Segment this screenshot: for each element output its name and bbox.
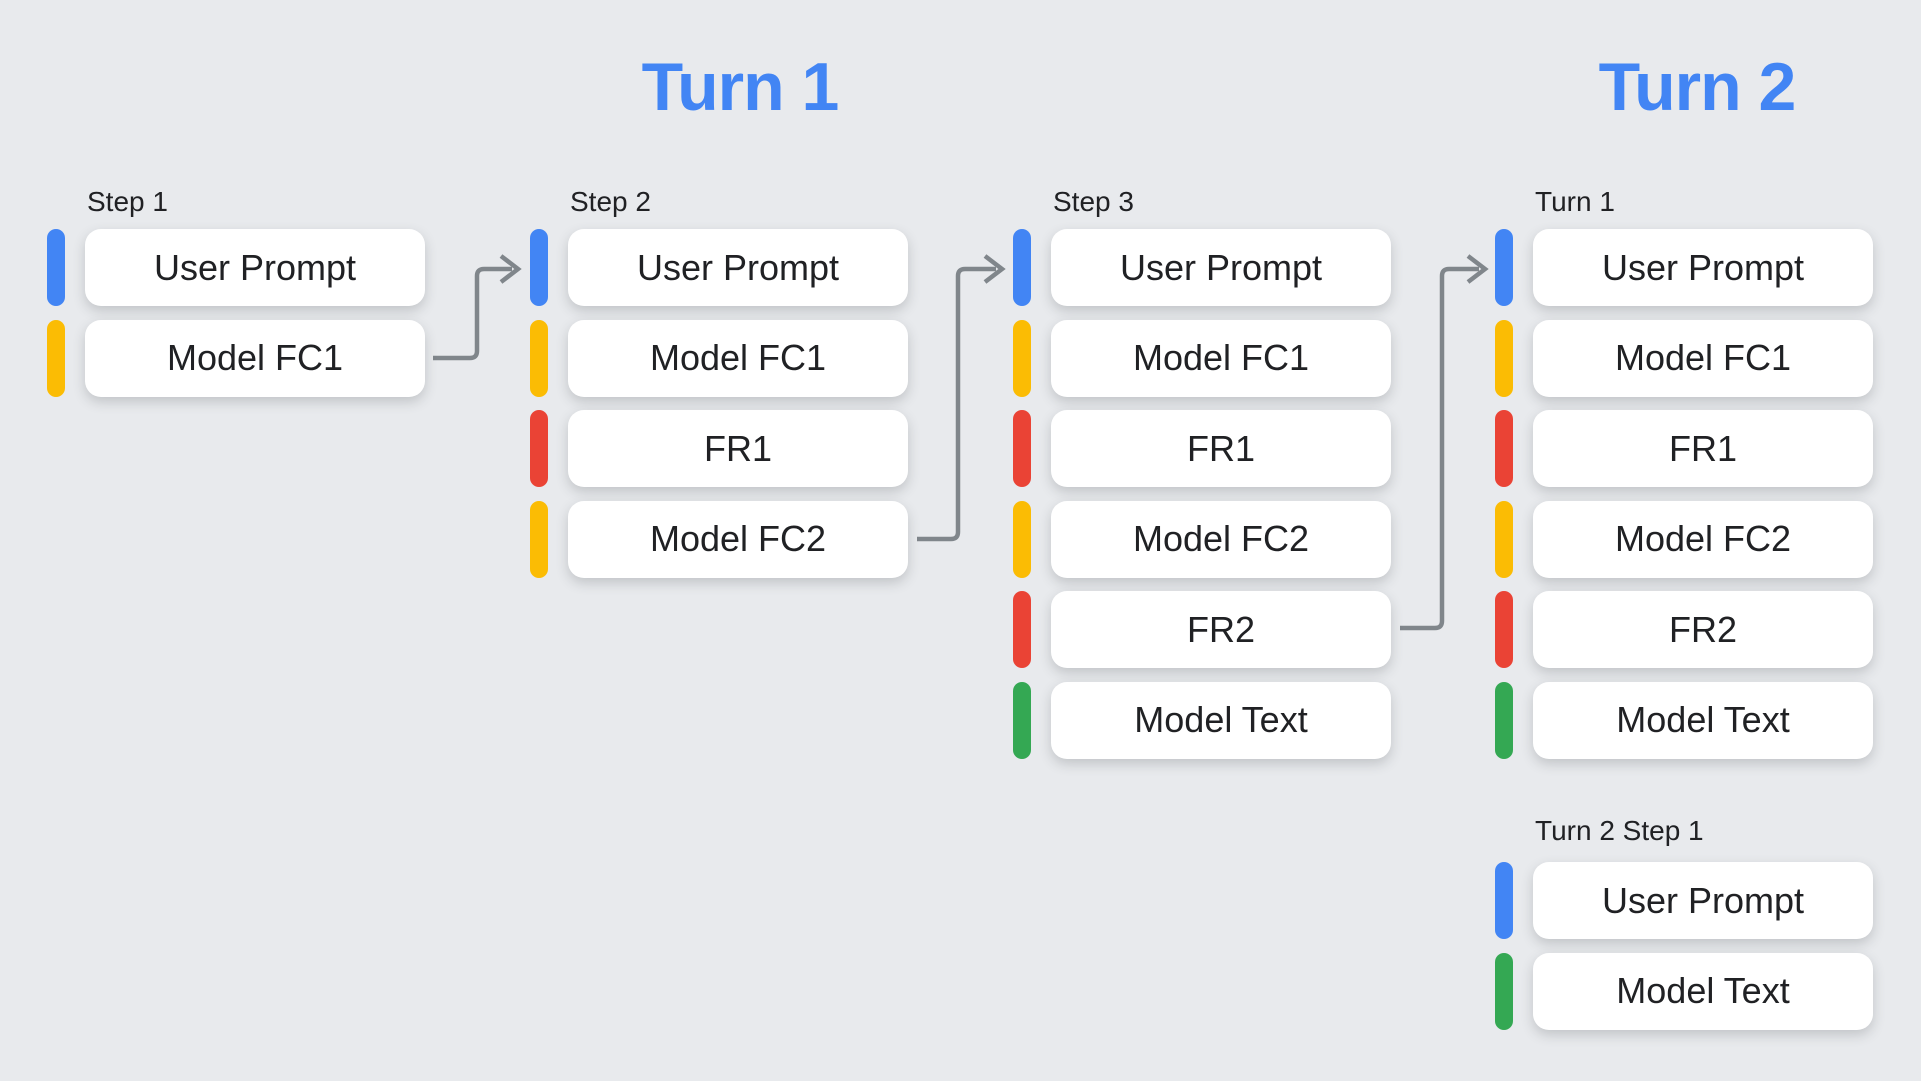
conversation-part-row: Model Text [1495,952,1873,1030]
conversation-part-row: User Prompt [530,229,908,306]
fr1-card: FR1 [1051,410,1391,487]
conversation-part-row: Model Text [1013,681,1391,759]
role-color-bar [1013,229,1031,306]
model-text-card: Model Text [1533,952,1873,1030]
role-color-bar [1495,229,1513,306]
role-color-bar [1495,591,1513,668]
arrowhead-icon [983,254,1006,284]
role-color-bar [1013,591,1031,668]
role-color-bar [1013,410,1031,487]
role-color-bar [530,410,548,487]
model-fc2-card: Model FC2 [1533,500,1873,578]
role-color-bar [530,229,548,306]
conversation-part-row: FR2 [1013,591,1391,668]
conversation-part-row: Model FC2 [1013,500,1391,578]
user-prompt-card: User Prompt [568,229,908,306]
user-prompt-card: User Prompt [1533,862,1873,939]
conversation-part-row: FR1 [530,410,908,487]
role-color-bar [530,500,548,578]
conversation-part-row: Model FC1 [1013,319,1391,397]
model-fc2-card: Model FC2 [1051,500,1391,578]
conversation-part-row: FR1 [1495,410,1873,487]
column-step-1: Step 1 User Prompt Model FC1 [47,186,425,410]
role-color-bar [1013,500,1031,578]
column-step-2: Step 2 User Prompt Model FC1 FR1 Model F… [530,186,908,591]
conversation-part-row: User Prompt [1495,229,1873,306]
conversation-part-row: User Prompt [1495,862,1873,939]
role-color-bar [1495,500,1513,578]
user-prompt-card: User Prompt [1051,229,1391,306]
column-label: Turn 1 [1535,186,1615,217]
column-label: Turn 2 Step 1 [1535,815,1704,846]
model-fc1-card: Model FC1 [85,319,425,397]
model-text-card: Model Text [1533,681,1873,759]
conversation-part-row: Model Text [1495,681,1873,759]
arrow-step1-to-step2 [433,254,522,361]
turn-1-title: Turn 1 [641,49,840,125]
model-fc1-card: Model FC1 [1051,319,1391,397]
role-color-bar [1495,862,1513,939]
arrowhead-icon [499,254,522,284]
conversation-part-row: User Prompt [47,229,425,306]
conversation-part-row: Model FC2 [1495,500,1873,578]
role-color-bar [47,319,65,397]
user-prompt-card: User Prompt [85,229,425,306]
model-fc1-card: Model FC1 [568,319,908,397]
role-color-bar [530,319,548,397]
model-fc2-card: Model FC2 [568,500,908,578]
turn-2-title: Turn 2 [1598,49,1797,125]
column-label: Step 2 [570,186,651,217]
role-color-bar [1495,410,1513,487]
role-color-bar [1013,319,1031,397]
column-turn1-history: Turn 1 User Prompt Model FC1 FR1 Model F… [1495,186,1873,772]
conversation-part-row: Model FC1 [47,319,425,397]
role-color-bar [1495,319,1513,397]
column-label: Step 1 [87,186,168,217]
role-color-bar [1495,681,1513,759]
user-prompt-card: User Prompt [1533,229,1873,306]
fr2-card: FR2 [1533,591,1873,668]
model-text-card: Model Text [1051,681,1391,759]
conversation-part-row: Model FC1 [1495,319,1873,397]
arrow-step3-to-turn2 [1400,254,1489,631]
column-turn2-step-1: Turn 2 Step 1 User Prompt Model Text [1495,815,1873,1043]
conversation-part-row: FR1 [1013,410,1391,487]
conversation-part-row: User Prompt [1013,229,1391,306]
role-color-bar [1013,681,1031,759]
conversation-part-row: FR2 [1495,591,1873,668]
conversation-part-row: Model FC1 [530,319,908,397]
role-color-bar [47,229,65,306]
column-step-3: Step 3 User Prompt Model FC1 FR1 Model F… [1013,186,1391,772]
fr1-card: FR1 [1533,410,1873,487]
fr1-card: FR1 [568,410,908,487]
conversation-part-row: Model FC2 [530,500,908,578]
column-label: Step 3 [1053,186,1134,217]
arrow-step2-to-step3 [917,254,1006,542]
fr2-card: FR2 [1051,591,1391,668]
role-color-bar [1495,952,1513,1030]
arrowhead-icon [1466,254,1489,284]
model-fc1-card: Model FC1 [1533,319,1873,397]
